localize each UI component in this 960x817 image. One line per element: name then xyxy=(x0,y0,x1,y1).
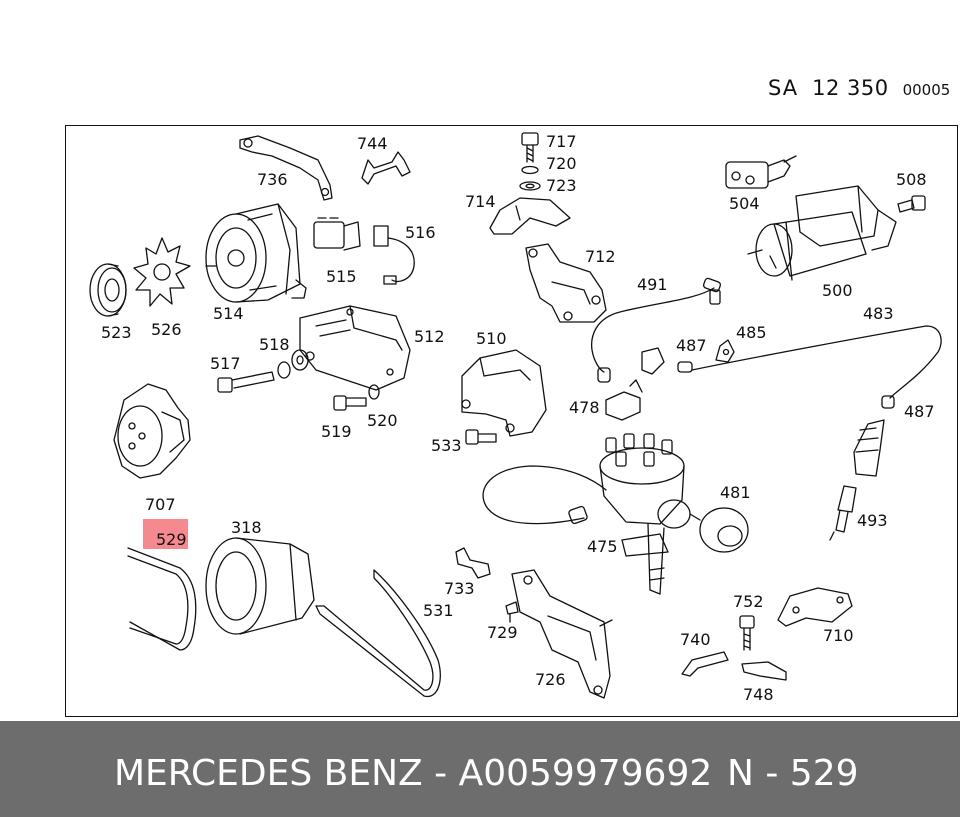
part-733-bracket xyxy=(455,547,491,579)
part-label: 318 xyxy=(231,518,262,537)
part-519-bolt xyxy=(333,395,367,411)
part-531-belt xyxy=(315,569,441,698)
part-label: 481 xyxy=(720,483,751,502)
part-523-pulley xyxy=(89,263,127,317)
part-487-boot-b xyxy=(881,395,895,409)
part-label: 717 xyxy=(546,132,577,151)
part-726-bracket xyxy=(511,569,613,699)
part-label: 516 xyxy=(405,223,436,242)
part-label: 487 xyxy=(676,336,707,355)
highlight-box xyxy=(143,519,188,549)
part-520-washer xyxy=(368,384,380,400)
part-label: 475 xyxy=(587,537,618,556)
part-504-solenoid xyxy=(725,155,797,189)
part-748-clip xyxy=(741,661,787,681)
part-label: 748 xyxy=(743,685,774,704)
part-label: 510 xyxy=(476,329,507,348)
part-717-bolt xyxy=(519,132,541,191)
part-740-clip xyxy=(681,651,729,677)
parts-drawing xyxy=(89,132,942,699)
part-label: 520 xyxy=(367,411,398,430)
part-label: 500 xyxy=(822,281,853,300)
part-label: 487 xyxy=(904,402,935,421)
part-729-screw xyxy=(505,601,519,623)
part-label: 723 xyxy=(546,176,577,195)
part-517-bolt xyxy=(217,371,275,393)
part-491-lead xyxy=(590,277,722,383)
part-714-cover xyxy=(489,197,571,235)
part-710-bracket xyxy=(777,587,853,627)
part-512-bracket xyxy=(299,305,411,391)
sheet-code: SA 12 350 00005 xyxy=(768,76,950,100)
part-514-alternator xyxy=(205,203,307,303)
part-533-screw xyxy=(465,429,497,445)
part-475-lead xyxy=(482,465,607,525)
part-label: 515 xyxy=(326,267,357,286)
part-label: 733 xyxy=(444,579,475,598)
part-label: 533 xyxy=(431,436,462,455)
part-label: 726 xyxy=(535,670,566,689)
part-label: 483 xyxy=(863,304,894,323)
part-label: 714 xyxy=(465,192,496,211)
footer-part-number: MERCEDES BENZ - A0059979692 xyxy=(114,753,713,794)
part-label: 491 xyxy=(637,275,668,294)
part-label: 736 xyxy=(257,170,288,189)
part-label: 517 xyxy=(210,354,241,373)
part-label: 710 xyxy=(823,626,854,645)
part-510-bracket xyxy=(461,349,547,437)
sheet-prefix: SA xyxy=(768,76,799,100)
footer-item-number: N - 529 xyxy=(727,753,859,794)
part-label: 512 xyxy=(414,327,445,346)
part-label: 485 xyxy=(736,323,767,342)
sheet-page: 00005 xyxy=(902,81,951,99)
part-526-fan xyxy=(133,237,191,307)
footer-bar xyxy=(0,721,960,817)
part-label: 523 xyxy=(101,323,132,342)
part-483-lead xyxy=(677,325,942,399)
part-label: 526 xyxy=(151,320,182,339)
part-712-bracket xyxy=(525,243,607,323)
part-500-starter xyxy=(747,185,897,281)
part-736-bracket xyxy=(239,135,333,201)
part-475-distributor xyxy=(599,433,691,595)
part-707-pump xyxy=(113,383,191,479)
part-label: 707 xyxy=(145,495,176,514)
part-label: 508 xyxy=(896,170,927,189)
part-label: 720 xyxy=(546,154,577,173)
part-516-connector xyxy=(373,225,415,285)
part-529-belt xyxy=(127,547,197,651)
part-label: 514 xyxy=(213,304,244,323)
part-label: 712 xyxy=(585,247,616,266)
part-label: 752 xyxy=(733,592,764,611)
part-515-regulator xyxy=(313,217,361,251)
part-label: 729 xyxy=(487,623,518,642)
part-518-bush xyxy=(277,349,309,379)
part-label: 519 xyxy=(321,422,352,441)
part-487-terminal-a xyxy=(641,347,665,375)
part-label-highlighted: 529 xyxy=(156,530,187,549)
part-481-vacuum xyxy=(689,507,749,553)
diagram-frame xyxy=(65,125,958,717)
part-label: 740 xyxy=(680,630,711,649)
part-493-plug xyxy=(829,419,885,541)
part-label: 493 xyxy=(857,511,888,530)
part-label: 478 xyxy=(569,398,600,417)
part-label: 504 xyxy=(729,194,760,213)
part-label: 518 xyxy=(259,335,290,354)
part-508-screw xyxy=(897,195,926,213)
sheet-number: 12 350 xyxy=(812,76,889,100)
part-744-clip xyxy=(361,151,411,185)
part-485-clip xyxy=(715,339,735,363)
part-label: 531 xyxy=(423,601,454,620)
part-478-rotor xyxy=(605,379,643,421)
part-318-pulley xyxy=(205,537,315,635)
part-label: 744 xyxy=(357,134,388,153)
part-752-bolt xyxy=(739,615,755,651)
